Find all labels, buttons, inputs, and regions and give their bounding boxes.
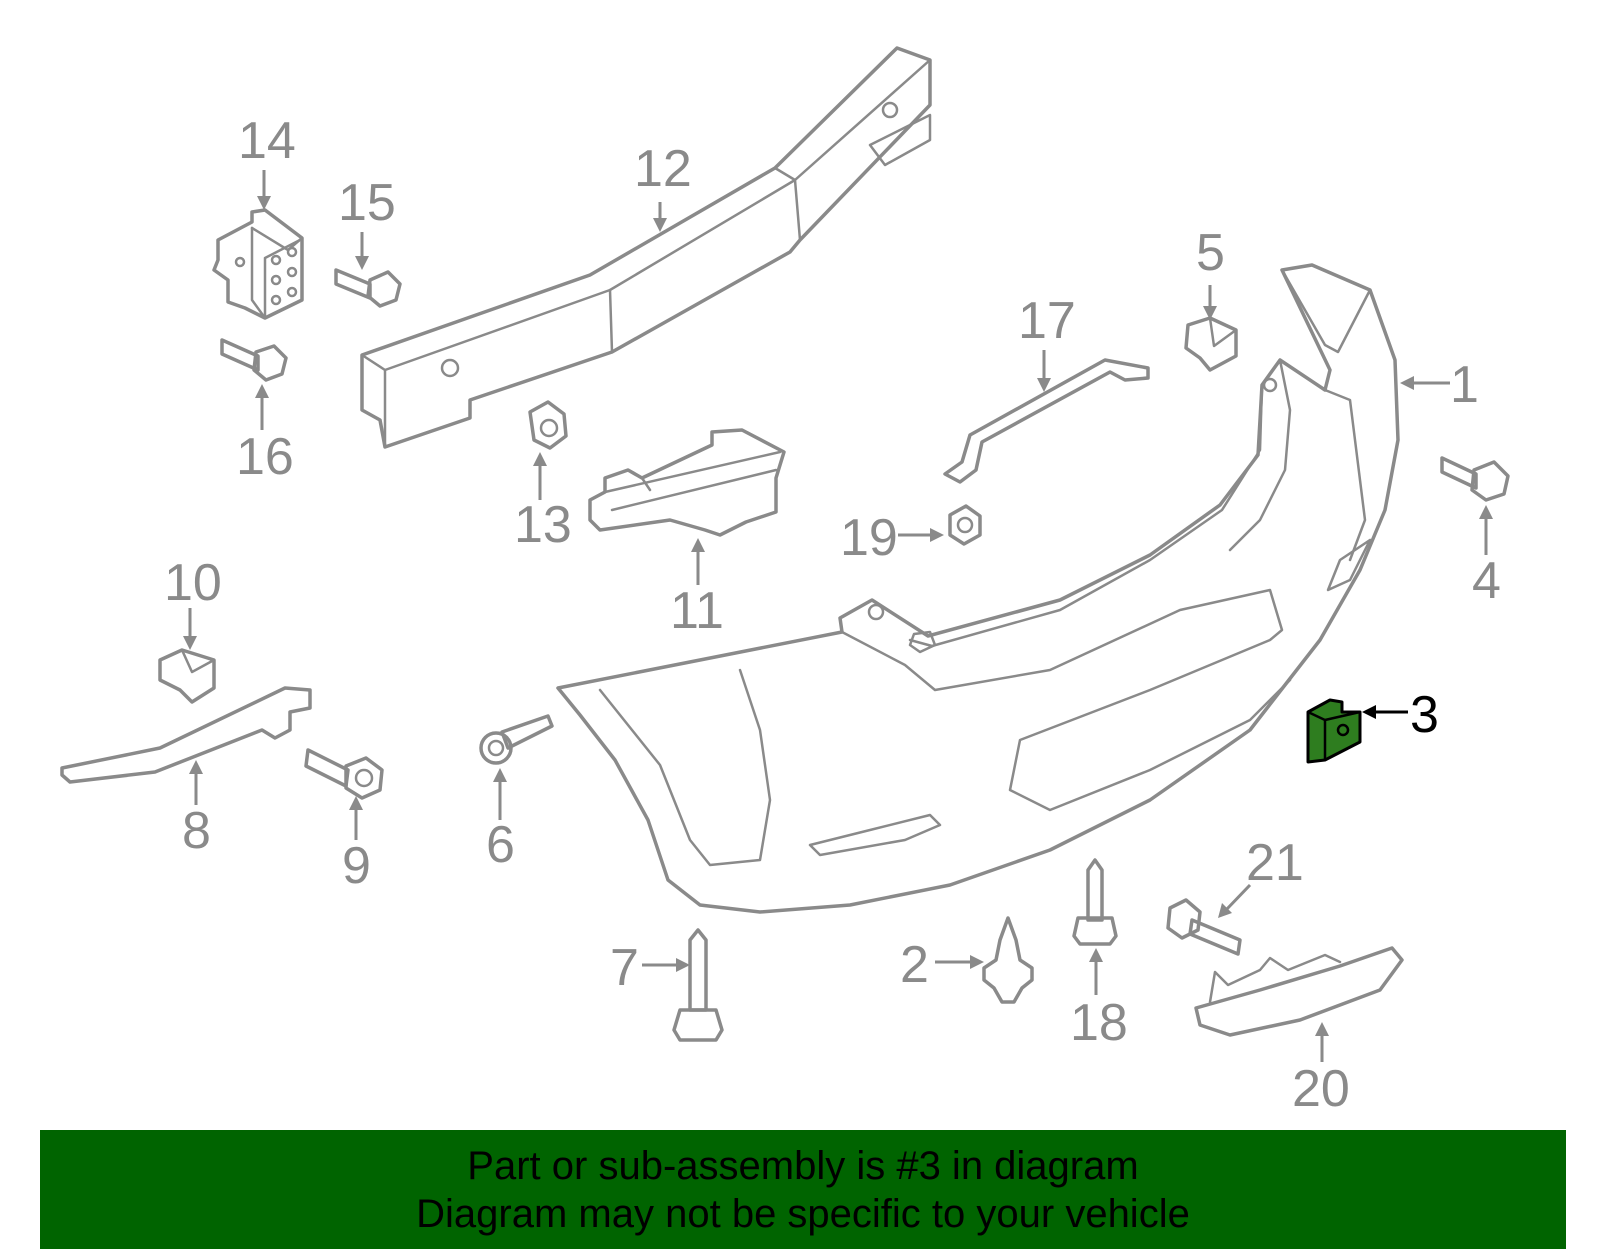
part-12-reinforcement-beam[interactable] [360, 46, 932, 449]
part-1-bumper-cover[interactable] [556, 263, 1400, 914]
callout-13: 13 [514, 496, 572, 554]
callout-20: 20 [1292, 1060, 1350, 1118]
callout-16: 16 [236, 428, 294, 486]
part-15-bolt[interactable] [334, 268, 402, 308]
parts-diagram: 1 2 3 4 5 6 7 8 9 10 11 12 13 14 15 16 1… [60, 46, 1510, 1118]
part-21-bolt[interactable] [1166, 898, 1242, 956]
part-4-bolt[interactable] [1440, 456, 1510, 502]
callout-3: 3 [1410, 686, 1439, 744]
callout-1: 1 [1450, 356, 1479, 414]
callout-12: 12 [634, 140, 692, 198]
part-18-bolt[interactable] [1072, 858, 1118, 946]
callout-7: 7 [610, 939, 639, 997]
callout-17: 17 [1018, 292, 1076, 350]
callout-11: 11 [670, 582, 724, 640]
callout-6: 6 [486, 816, 515, 874]
callout-4: 4 [1472, 552, 1501, 610]
part-2-clip[interactable] [982, 916, 1034, 1004]
part-10-clip[interactable] [158, 648, 216, 704]
banner-line-2: Diagram may not be specific to your vehi… [416, 1191, 1190, 1236]
part-6-screw[interactable] [479, 714, 554, 765]
info-banner: Part or sub-assembly is #3 in diagram Di… [40, 1130, 1566, 1249]
part-20-reflector[interactable] [1194, 946, 1404, 1037]
part-13-nut[interactable] [528, 400, 568, 450]
part-14-bracket[interactable] [212, 208, 304, 320]
callout-18: 18 [1070, 994, 1128, 1052]
banner-line-1: Part or sub-assembly is #3 in diagram [467, 1143, 1139, 1188]
part-19-nut[interactable] [948, 504, 982, 546]
part-3-highlighted-part[interactable] [1306, 698, 1362, 764]
part-16-bolt[interactable] [220, 338, 288, 382]
part-11-bracket[interactable] [588, 428, 786, 537]
callout-2: 2 [900, 936, 929, 994]
callout-arrows [183, 170, 1493, 1062]
part-8-bracket[interactable] [60, 686, 312, 784]
part-7-bolt[interactable] [672, 928, 724, 1042]
callout-5: 5 [1196, 224, 1225, 282]
callout-19: 19 [840, 509, 898, 567]
callout-10: 10 [164, 554, 222, 612]
callout-9: 9 [342, 837, 371, 895]
part-9-bolt[interactable] [304, 748, 384, 800]
part-17-bracket[interactable] [943, 358, 1150, 484]
callout-8: 8 [182, 802, 211, 860]
callout-14: 14 [238, 112, 296, 170]
part-5-clip[interactable] [1184, 316, 1238, 372]
callout-15: 15 [338, 174, 396, 232]
callout-21: 21 [1246, 834, 1304, 892]
